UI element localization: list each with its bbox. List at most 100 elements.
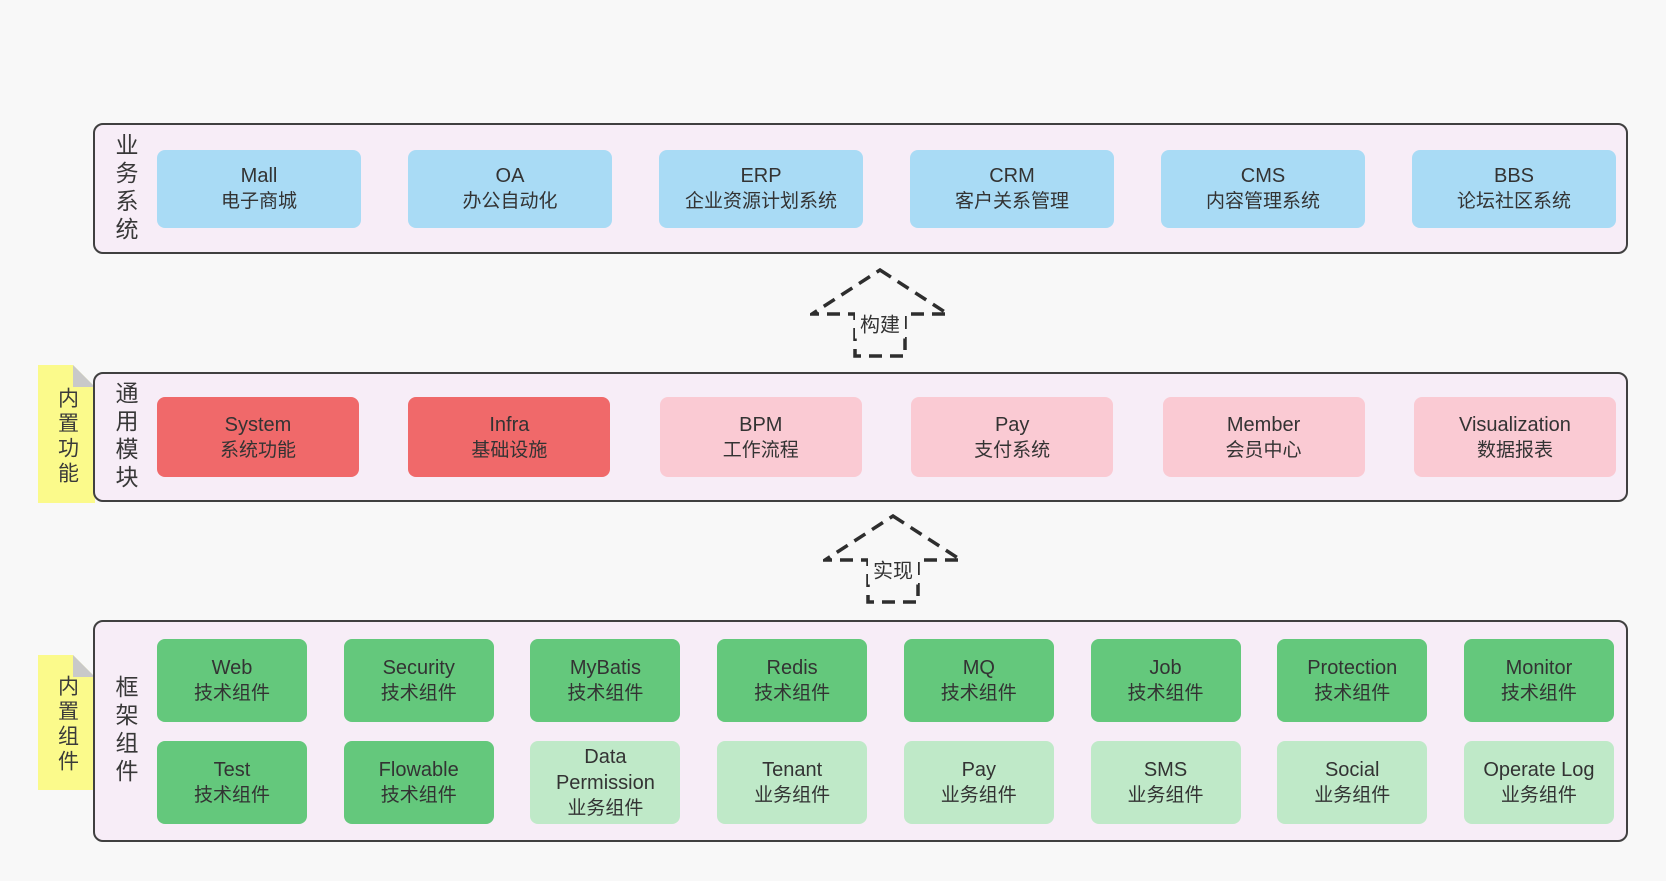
box-description: 业务组件 xyxy=(1127,785,1204,806)
box-description: 技术组件 xyxy=(193,785,270,806)
box-description: 技术组件 xyxy=(1127,683,1204,704)
sticky-tab-label: 内置功能 xyxy=(55,386,79,487)
box-description: 技术组件 xyxy=(193,683,270,704)
box-name: Member xyxy=(1226,413,1301,436)
box-description: 业务组件 xyxy=(1500,785,1577,806)
box-description: 客户关系管理 xyxy=(954,191,1069,212)
box-name: BBS xyxy=(1493,165,1535,187)
box-description: 系统功能 xyxy=(219,439,296,461)
box-name: Infra xyxy=(489,413,530,436)
box-name: Test xyxy=(213,759,251,781)
box-monitor: Monitor 技术组件 xyxy=(1463,639,1614,722)
layer-label-common-modules: 通用模块 xyxy=(112,381,138,493)
box-infra: Infra 基础设施 xyxy=(408,397,611,477)
box-description: 论坛社区系统 xyxy=(1456,191,1571,212)
box-description: 基础设施 xyxy=(471,439,548,461)
box-description: 技术组件 xyxy=(1314,683,1391,704)
box-name: SMS xyxy=(1143,759,1188,781)
box-description: 技术组件 xyxy=(754,683,831,704)
box-name: OA xyxy=(495,165,525,187)
layer-common-modules: 通用模块 System 系统功能 Infra 基础设施 BPM 工作流程 Pay 支付系统 Me… xyxy=(93,372,1628,502)
box-operate-log: Operate Log 业务组件 xyxy=(1463,741,1614,824)
arrow-implement-label: 实现 xyxy=(868,553,918,585)
box-name: System xyxy=(224,413,292,436)
box-name: Job xyxy=(1149,657,1182,679)
box-oa: OA 办公自动化 xyxy=(408,149,612,228)
box-name: Protection xyxy=(1307,657,1398,679)
box-pay: Pay 支付系统 xyxy=(911,397,1114,477)
box-name: Operate Log xyxy=(1483,759,1595,781)
box-description: 办公自动化 xyxy=(462,191,558,212)
box-flowable: Flowable 技术组件 xyxy=(343,741,494,824)
box-name: Data Permission xyxy=(555,746,655,794)
box-test: Test 技术组件 xyxy=(157,741,307,824)
arrow-build-label: 构建 xyxy=(855,307,905,339)
common-module-boxes: System 系统功能 Infra 基础设施 BPM 工作流程 Pay 支付系统 Member 会… xyxy=(157,374,1616,500)
box-member: Member 会员中心 xyxy=(1162,397,1365,477)
box-description: 数据报表 xyxy=(1476,439,1553,461)
box-tenant: Tenant 业务组件 xyxy=(717,741,868,824)
box-mq: MQ 技术组件 xyxy=(903,639,1054,722)
box-description: 内容管理系统 xyxy=(1205,191,1320,212)
up-arrow-icon xyxy=(823,514,963,604)
box-visualization: Visualization 数据报表 xyxy=(1413,397,1616,477)
box-description: 技术组件 xyxy=(567,683,644,704)
arrow-implement: 实现 xyxy=(823,514,963,606)
box-name: Social xyxy=(1324,759,1380,781)
box-description: 技术组件 xyxy=(1500,683,1577,704)
arrow-build: 构建 xyxy=(810,268,950,360)
box-bbs: BBS 论坛社区系统 xyxy=(1412,149,1616,228)
box-sms: SMS 业务组件 xyxy=(1090,741,1241,824)
sticky-tab-builtin-features: 内置功能 xyxy=(38,365,95,503)
folded-corner-icon xyxy=(73,655,95,677)
box-name: BPM xyxy=(739,413,783,436)
box-name: Pay xyxy=(994,413,1030,436)
box-name: MQ xyxy=(962,657,995,679)
box-name: CMS xyxy=(1240,165,1286,187)
box-name: Tenant xyxy=(762,759,823,781)
box-cms: CMS 内容管理系统 xyxy=(1161,149,1365,228)
box-description: 业务组件 xyxy=(754,785,831,806)
box-name: Mall xyxy=(240,165,278,187)
box-job: Job 技术组件 xyxy=(1090,639,1241,722)
box-name: Security xyxy=(382,657,455,679)
box-redis: Redis 技术组件 xyxy=(717,639,868,722)
sticky-tab-label: 内置组件 xyxy=(55,675,79,776)
box-name: Visualization xyxy=(1458,413,1571,436)
box-description: 技术组件 xyxy=(380,785,457,806)
box-description: 会员中心 xyxy=(1225,439,1302,461)
box-description: 支付系统 xyxy=(974,439,1051,461)
box-description: 工作流程 xyxy=(722,439,799,461)
box-system: System 系统功能 xyxy=(157,397,359,477)
layer-label-business-systems: 业务系统 xyxy=(112,132,138,245)
box-description: 技术组件 xyxy=(380,683,457,704)
box-description: 业务组件 xyxy=(567,798,644,819)
box-name: Flowable xyxy=(378,759,459,781)
box-crm: CRM 客户关系管理 xyxy=(910,149,1114,228)
box-description: 企业资源计划系统 xyxy=(684,191,837,212)
box-name: Redis xyxy=(766,657,818,679)
box-description: 业务组件 xyxy=(940,785,1017,806)
up-arrow-icon xyxy=(810,268,950,358)
box-protection: Protection 技术组件 xyxy=(1277,639,1428,722)
box-security: Security 技术组件 xyxy=(343,639,494,722)
box-name: Pay xyxy=(961,759,997,781)
box-pay: Pay 业务组件 xyxy=(903,741,1054,824)
box-description: 技术组件 xyxy=(940,683,1017,704)
box-name: MyBatis xyxy=(569,657,641,679)
layer-label-framework-components: 框架组件 xyxy=(112,675,138,787)
box-data-permission: Data Permission 业务组件 xyxy=(530,741,681,824)
box-name: CRM xyxy=(989,165,1035,187)
box-name: Monitor xyxy=(1505,657,1573,679)
box-description: 电子商城 xyxy=(220,191,297,212)
box-mybatis: MyBatis 技术组件 xyxy=(530,639,681,722)
